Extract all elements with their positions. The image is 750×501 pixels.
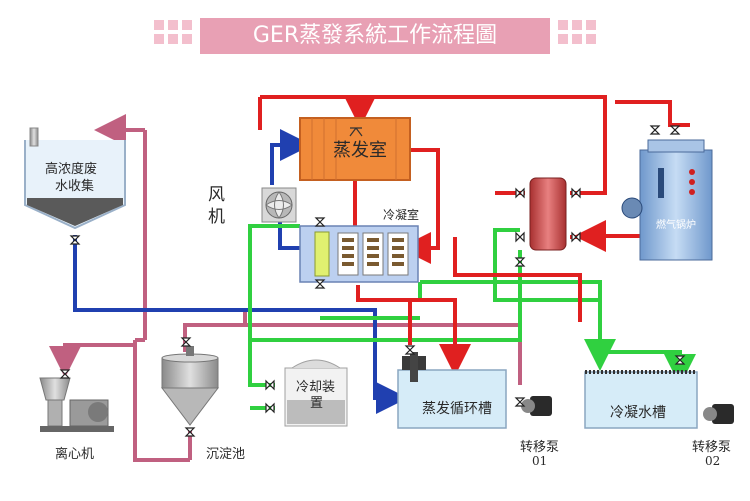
circulation-tank <box>397 352 507 429</box>
cooling-device-label-line2: 置 <box>310 396 324 411</box>
waste-collection-tank <box>24 127 126 230</box>
evaporation-chamber-label: 蒸发室 <box>333 140 387 161</box>
transfer-pump-02 <box>703 404 734 424</box>
condensate-tank <box>584 370 698 429</box>
fan-label-line1: 风 <box>208 185 225 205</box>
waste-tank-label-line2: 水收集 <box>55 179 95 194</box>
transfer-pump-01-label-line1: 转移泵 <box>520 440 560 455</box>
transfer-pump-01 <box>521 396 552 416</box>
heat-exchanger <box>529 177 567 251</box>
centrifuge-label: 离心机 <box>55 447 95 462</box>
gas-boiler <box>621 139 713 261</box>
valves <box>59 125 686 437</box>
transfer-pump-02-label-line2: 02 <box>705 454 721 468</box>
transfer-pump-01-label-line2: 01 <box>532 454 548 468</box>
circulation-tank-label: 蒸发循环槽 <box>422 401 492 417</box>
condensate-tank-label: 冷凝水槽 <box>610 405 666 421</box>
transfer-pump-02-label-line1: 转移泵 <box>692 440 732 455</box>
waste-tank-label-line1: 高浓度废 <box>45 162 98 177</box>
gas-boiler-label: 燃气锅炉 <box>656 220 696 231</box>
title-bar: GER蒸發系統工作流程圖 <box>150 14 600 60</box>
condensation-chamber <box>299 225 419 283</box>
centrifuge <box>39 377 114 432</box>
cooling-device <box>284 359 348 427</box>
cooling-device-label-line1: 冷却装 <box>296 380 336 395</box>
diagram-title: GER蒸發系統工作流程圖 <box>252 23 498 48</box>
fan-label-line2: 机 <box>208 207 225 227</box>
evaporation-chamber <box>299 117 411 181</box>
settling-tank-label: 沉淀池 <box>206 447 246 462</box>
fan-icon <box>261 187 297 223</box>
condensation-chamber-label: 冷凝室 <box>383 208 420 222</box>
settling-tank <box>160 346 220 426</box>
title-decoration <box>154 18 596 54</box>
sludge-pipes <box>49 114 522 462</box>
